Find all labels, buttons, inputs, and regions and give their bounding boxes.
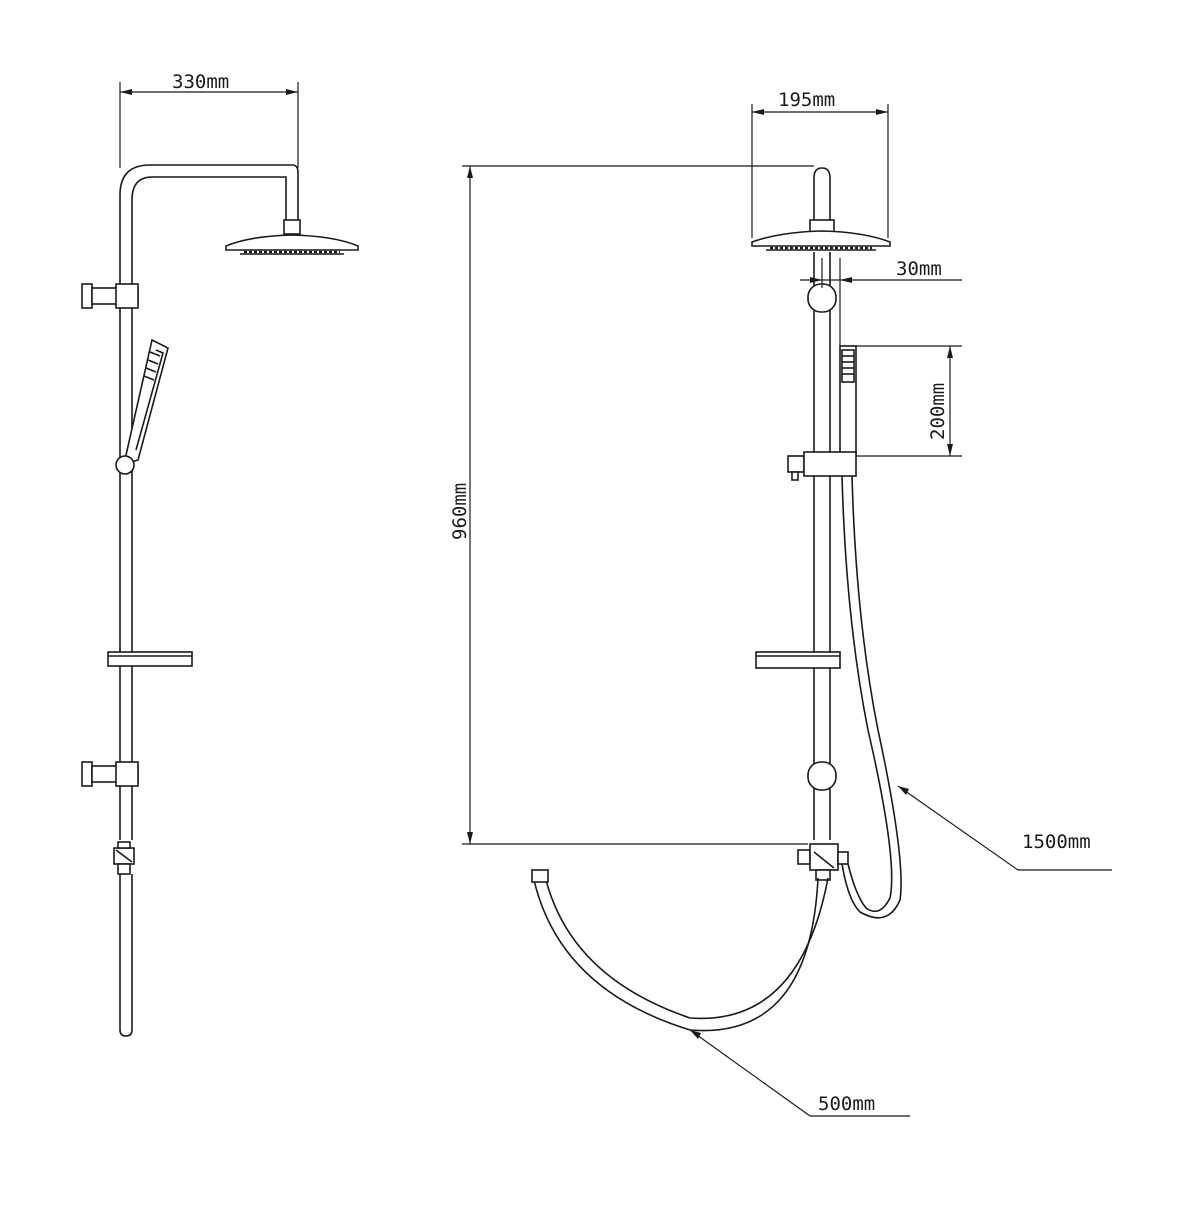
leader-hose-500: 500mm (689, 1029, 910, 1117)
riser-pipe-side (119, 164, 299, 840)
dimension-riser-height: 960mm (449, 165, 814, 845)
soap-dish-front (755, 651, 841, 669)
dimension-riser-height-label: 960mm (449, 483, 471, 540)
riser-bar-front (813, 252, 831, 840)
diverter-front (797, 843, 849, 881)
inlet-pipe-side (119, 874, 133, 1037)
dimension-bar-offset: 30mm (800, 258, 962, 346)
dimension-hand-shower-label: 200mm (927, 383, 949, 440)
soap-dish-side (107, 651, 193, 667)
hand-shower-front (839, 345, 857, 457)
slider-holder-front (787, 451, 857, 481)
diverter-side (113, 841, 135, 875)
dimension-head-reach-label: 330mm (172, 71, 229, 93)
hand-shower-side (122, 338, 169, 466)
hose-500 (531, 869, 829, 1032)
dimension-head-diameter-label: 195mm (778, 89, 835, 111)
hose-1500 (841, 475, 902, 919)
dimension-hand-shower: 200mm (856, 345, 962, 457)
wall-bracket-lower-side (81, 761, 139, 787)
wall-mount-lower-front (807, 761, 837, 791)
dimension-head-diameter: 195mm (751, 89, 889, 238)
leader-hose-1500: 1500mm (897, 785, 1112, 871)
dimension-head-reach: 330mm (119, 71, 299, 168)
overhead-arm-front (809, 167, 835, 233)
rain-head-front (751, 230, 891, 251)
leader-hose-1500-label: 1500mm (1022, 831, 1091, 853)
wall-bracket-upper-side (81, 283, 139, 309)
slider-knob-side (115, 455, 135, 475)
leader-hose-500-label: 500mm (818, 1093, 875, 1115)
side-view: 330mm (81, 71, 359, 1037)
rain-head-side (225, 219, 359, 255)
dimension-bar-offset-label: 30mm (896, 258, 942, 280)
wall-mount-upper-front (807, 283, 837, 313)
front-view: 195mm 30mm 200mm 960mm (449, 89, 1112, 1117)
